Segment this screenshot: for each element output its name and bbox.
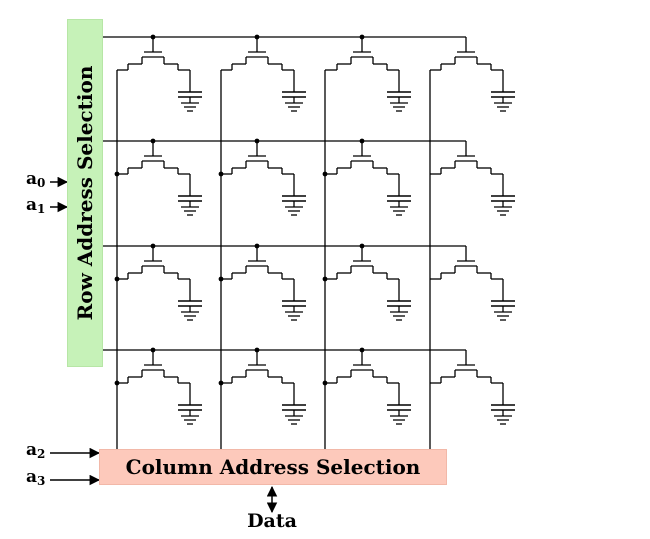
- column-address-selection-block: Column Address Selection: [99, 449, 447, 485]
- column-input-a3-index: 3: [37, 474, 46, 488]
- memory-cell: [218, 243, 306, 321]
- bit-line-junction: [322, 171, 328, 177]
- memory-cell: [218, 347, 306, 425]
- memory-cell: [114, 243, 202, 321]
- column-input-a2: a2: [26, 440, 46, 461]
- memory-cell: [322, 138, 411, 216]
- bit-line-junction: [322, 380, 328, 386]
- row-input-a1-index: 1: [37, 202, 46, 216]
- row-input-a0-index: 0: [37, 176, 46, 190]
- memory-cell: [430, 246, 515, 321]
- row-input-a1: a1: [26, 195, 46, 216]
- memory-cell: [218, 138, 306, 216]
- memory-cell: [322, 243, 411, 321]
- column-address-selection-label: Column Address Selection: [125, 455, 421, 479]
- column-input-a3: a3: [26, 467, 46, 488]
- row-input-a0: a0: [26, 169, 46, 190]
- memory-cell: [221, 34, 306, 112]
- bit-line-junction: [114, 276, 120, 282]
- signal-arrows: [50, 176, 278, 514]
- data-label: Data: [247, 510, 297, 532]
- column-input-a3-base: a: [26, 467, 38, 487]
- bit-line-junction: [218, 171, 224, 177]
- memory-cell: [325, 34, 411, 112]
- memory-cell: [114, 138, 202, 216]
- column-selector-fill: [99, 449, 447, 485]
- row-input-a1-base: a: [26, 195, 38, 215]
- column-input-a2-index: 2: [37, 447, 46, 461]
- memory-cell: [322, 347, 411, 425]
- bit-line-junction: [218, 380, 224, 386]
- row-address-selection-label: Row Address Selection: [73, 65, 97, 321]
- memory-grid: [103, 34, 515, 449]
- memory-cell: [430, 37, 515, 112]
- bit-line-junction: [322, 276, 328, 282]
- bit-line-junction: [114, 171, 120, 177]
- row-input-a0-base: a: [26, 169, 38, 189]
- bit-line-junction: [114, 380, 120, 386]
- row-address-selection-block: [67, 19, 103, 367]
- memory-cell: [114, 347, 202, 425]
- memory-cell: [430, 141, 515, 216]
- bit-line-junction: [218, 276, 224, 282]
- row-selector-fill: [67, 19, 103, 367]
- memory-cell: [117, 34, 202, 112]
- column-input-a2-base: a: [26, 440, 38, 460]
- memory-cell: [430, 350, 515, 425]
